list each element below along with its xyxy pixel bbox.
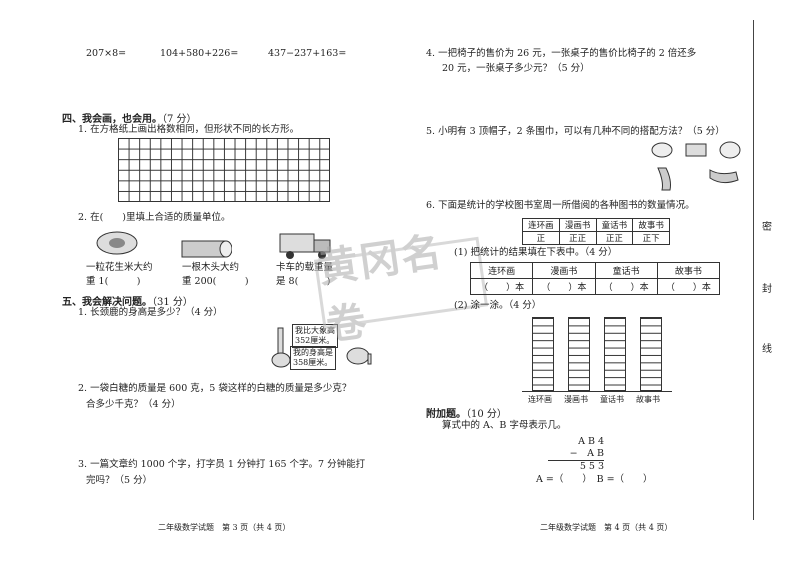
q5-2-text-b: 合多少千克？（4 分） (86, 399, 181, 410)
paint-bar[interactable] (640, 317, 662, 391)
q4-2-text: 2. 在( )里填上合适的质量单位。 (78, 212, 231, 223)
peanut-text: 一粒花生米大约 (86, 262, 153, 273)
q5-3-text-b: 完吗？（5 分） (86, 475, 153, 486)
calc-3: 437−237+163= (268, 48, 347, 59)
result-cell[interactable]: （ ）本 (656, 278, 721, 295)
q5-3-text-a: 3. 一篇文章约 1000 个字，打字员 1 分钟打 165 个字。7 分钟能打 (78, 459, 366, 470)
section-4-title: 四、我会画，也会用。（7 分） (62, 114, 197, 125)
bar-label: 童话书 (600, 395, 624, 404)
result-header: 童话书 (594, 262, 658, 279)
result-table[interactable]: 连环画 漫画书 童话书 故事书 （ ）本 （ ）本 （ ）本 （ ）本 (469, 262, 721, 295)
result-header: 故事书 (656, 262, 721, 279)
seal-line (753, 20, 754, 520)
tally-mark: 正正 (558, 231, 597, 245)
q5-text: 5. 小明有 3 顶帽子，2 条围巾，可以有几种不同的搭配方法？（5 分） (426, 126, 725, 137)
bar-label: 连环画 (528, 395, 552, 404)
footer-left: 二年级数学试题 第 3 页（共 4 页） (158, 523, 291, 532)
q4-text-a: 4. 一把椅子的售价为 26 元，一张桌子的售价比椅子的 2 倍还多 (426, 48, 697, 59)
result-header: 连环画 (469, 262, 534, 279)
hats-scarves-icon (651, 141, 741, 191)
tally-table: 连环画 漫画书 童话书 故事书 正 正正 正正 正下 (522, 218, 670, 245)
section-5-title: 五、我会解决问题。（31 分） (62, 297, 193, 308)
vertical-arithmetic: A B 4 − A B 5 5 3 (548, 436, 604, 473)
log-text: 一根木头大约 (182, 262, 240, 273)
calc-2: 104+580+226= (160, 48, 239, 59)
tally-mark: 正 (522, 231, 560, 245)
seal-char: 封 (762, 284, 772, 295)
giraffe-icon (271, 327, 291, 368)
tally-header: 童话书 (595, 218, 634, 232)
paint-title: (2) 涂一涂。（4 分） (454, 300, 542, 311)
result-cell[interactable]: （ ）本 (532, 278, 596, 295)
paint-bar[interactable] (568, 317, 590, 391)
tally-header: 故事书 (632, 218, 670, 232)
q4-1-text: 1. 在方格纸上画出格数相同，但形状不同的长方形。 (78, 124, 300, 135)
tally-header: 漫画书 (558, 218, 597, 232)
bar-label: 漫画书 (564, 395, 588, 404)
log-icon (181, 240, 232, 258)
fill-title: (1) 把统计的结果填在下表中。（4 分） (454, 247, 618, 258)
extra-question: 算式中的 A、B 字母表示几。 (442, 420, 567, 431)
truck-text: 卡车的载重量 (276, 262, 334, 273)
paint-bar[interactable] (604, 317, 626, 391)
truck-blank[interactable]: 是 8( ) (276, 276, 331, 287)
q5-1-text: 1. 长颈鹿的身高是多少？（4 分） (78, 307, 223, 318)
truck-icon (279, 233, 331, 259)
result-cell[interactable]: （ ）本 (469, 278, 534, 295)
tally-header: 连环画 (522, 218, 560, 232)
tally-mark: 正下 (632, 231, 670, 245)
log-blank[interactable]: 重 200( ) (182, 276, 249, 287)
paint-bar[interactable] (532, 317, 554, 391)
seal-char: 线 (762, 344, 772, 355)
elephant-icon (346, 347, 372, 365)
peanut-icon (96, 231, 138, 255)
peanut-blank[interactable]: 重 1( ) (86, 276, 141, 287)
bar-label: 故事书 (636, 395, 660, 404)
calc-1: 207×8= (86, 48, 127, 59)
footer-right: 二年级数学试题 第 4 页（共 4 页） (540, 523, 673, 532)
result-header: 漫画书 (532, 262, 596, 279)
extra-title: 附加题。（10 分） (426, 409, 507, 420)
q5-2-text-a: 2. 一袋白糖的质量是 600 克，5 袋这样的白糖的质量是多少克？ (78, 383, 352, 394)
drawing-grid[interactable] (118, 138, 330, 202)
q4-text-b: 20 元，一张桌子多少元？（5 分） (442, 63, 590, 74)
answer-blanks[interactable]: A =（ ） B =（ ） (536, 474, 653, 485)
tally-mark: 正正 (595, 231, 634, 245)
result-cell[interactable]: （ ）本 (594, 278, 658, 295)
axis-line (522, 391, 672, 392)
seal-char: 密 (762, 222, 772, 233)
q6-text: 6. 下面是统计的学校图书室周一所借阅的各种图书的数量情况。 (426, 200, 695, 211)
